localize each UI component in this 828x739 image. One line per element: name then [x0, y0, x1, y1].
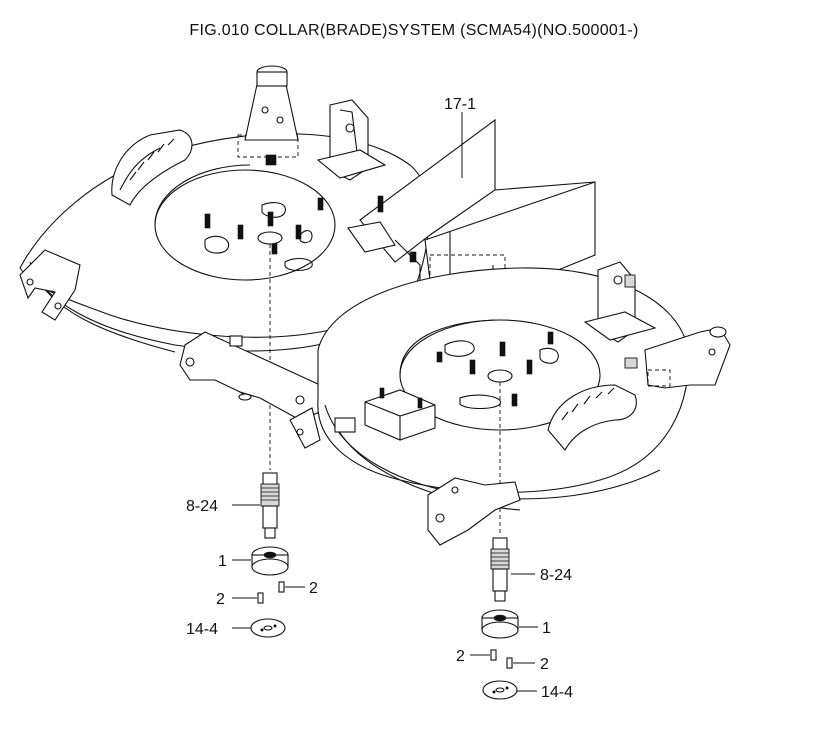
front-bracket [334, 417, 521, 546]
right-collar-1 [481, 609, 519, 639]
right-spindle-8-24 [490, 537, 510, 602]
left-chute-bracket [316, 99, 387, 181]
callout-14-4-right: 14-4 [541, 684, 573, 701]
left-side-bracket [19, 249, 81, 321]
top-pivot-tower [237, 65, 299, 166]
right-chute-bracket [583, 261, 657, 343]
callout-2-left-a: 2 [216, 591, 225, 608]
left-washer-14-4 [250, 618, 286, 638]
right-deck-guard [547, 384, 637, 451]
left-spindle-8-24 [260, 472, 280, 539]
left-collar-1 [251, 546, 289, 576]
callout-17-1: 17-1 [444, 96, 476, 113]
left-deck-guard [111, 129, 193, 206]
callout-8-24-right: 8-24 [540, 567, 572, 584]
left-pin-2b [278, 581, 285, 593]
right-pin-2b [506, 657, 513, 669]
right-washer-14-4 [482, 680, 518, 700]
right-side-bracket [644, 326, 731, 389]
figure-title: FIG.010 COLLAR(BRADE)SYSTEM (SCMA54)(NO.… [189, 22, 639, 39]
leader-lines [232, 112, 538, 692]
left-pin-2a [257, 592, 264, 604]
left-rear-axle [179, 331, 338, 449]
callout-1-right: 1 [542, 620, 551, 637]
right-pin-2a [490, 649, 497, 661]
callout-1-left: 1 [218, 553, 227, 570]
callout-2-left-b: 2 [309, 580, 318, 597]
callout-8-24-left: 8-24 [186, 498, 218, 515]
callout-14-4-left: 14-4 [186, 621, 218, 638]
callout-2-right-a: 2 [456, 648, 465, 665]
callout-2-right-b: 2 [540, 656, 549, 673]
